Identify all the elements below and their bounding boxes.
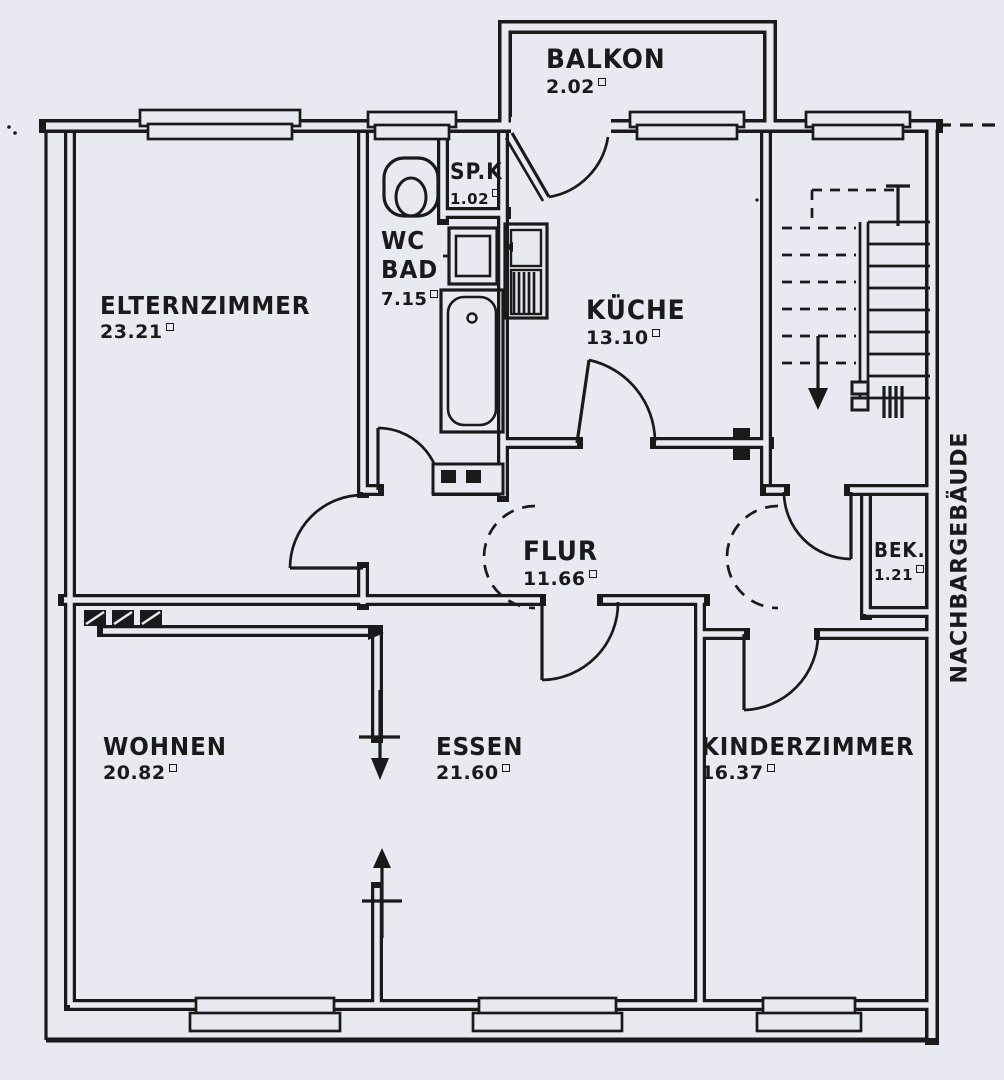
room-label-flur: FLUR 11.66	[523, 536, 598, 590]
balcony-door-opening	[511, 117, 611, 137]
door-swing-dashed-west	[482, 504, 536, 610]
window-stairwell	[804, 110, 912, 141]
sqm-icon	[492, 189, 501, 197]
door-kinderzimmer	[742, 633, 820, 712]
stair-landing-dashed	[810, 188, 898, 226]
room-label-elternzimmer: ELTERNZIMMER 23.21	[100, 291, 311, 343]
window-essen	[471, 996, 624, 1033]
meter-box-icon	[733, 428, 750, 460]
room-label-kueche: KÜCHE 13.10	[586, 295, 686, 349]
vanity-icon	[431, 462, 505, 496]
door-swing-dashed-east	[725, 504, 779, 610]
door-kueche	[575, 358, 657, 444]
sqm-icon	[165, 323, 174, 331]
opening-arrows	[359, 626, 402, 938]
sqm-icon	[597, 78, 606, 86]
window-bad	[366, 110, 458, 141]
sqm-icon	[430, 290, 439, 298]
windows	[138, 108, 912, 1033]
sqm-icon	[588, 570, 597, 578]
washbasin-icon	[443, 226, 499, 286]
stair-down-arrow	[808, 336, 828, 410]
sqm-icon	[766, 764, 775, 772]
bathtub-icon	[439, 288, 505, 434]
sqm-icon	[168, 764, 177, 772]
sqm-icon	[501, 764, 510, 772]
wall-end-arrow	[368, 626, 384, 640]
neighbor-building-label: NACHBARGEBÄUDE	[947, 431, 973, 684]
room-label-balkon: BALKON 2.02	[546, 44, 666, 98]
scan-specks	[7, 125, 759, 298]
door-entrance	[782, 491, 853, 561]
door-bad	[376, 426, 442, 491]
room-label-essen: ESSEN 21.60	[436, 732, 524, 784]
room-label-kinderzimmer: KINDERZIMMER 16.37	[701, 732, 915, 784]
sqm-icon	[916, 565, 925, 573]
room-label-bek: BEK. 1.21	[874, 538, 926, 584]
radiator-icon	[84, 610, 162, 626]
room-label-spk: SP.K 1.02	[450, 160, 503, 208]
facade-lines	[44, 123, 1004, 1043]
toilet-icon	[382, 156, 440, 218]
door-elternzimmer	[288, 493, 364, 570]
window-kinderzimmer	[755, 996, 863, 1033]
window-wohnen	[188, 996, 342, 1033]
door-balkon	[504, 132, 610, 202]
staircase	[782, 184, 930, 418]
kitchen-sink-icon	[503, 222, 549, 320]
window-elternzimmer	[138, 108, 302, 141]
room-label-wohnen: WOHNEN 20.82	[103, 732, 227, 784]
stair-grille	[882, 386, 904, 418]
sqm-icon	[651, 329, 660, 337]
window-kueche	[628, 110, 746, 141]
door-essen	[540, 601, 620, 682]
room-label-wc-bad: WC BAD 7.15	[381, 226, 439, 310]
